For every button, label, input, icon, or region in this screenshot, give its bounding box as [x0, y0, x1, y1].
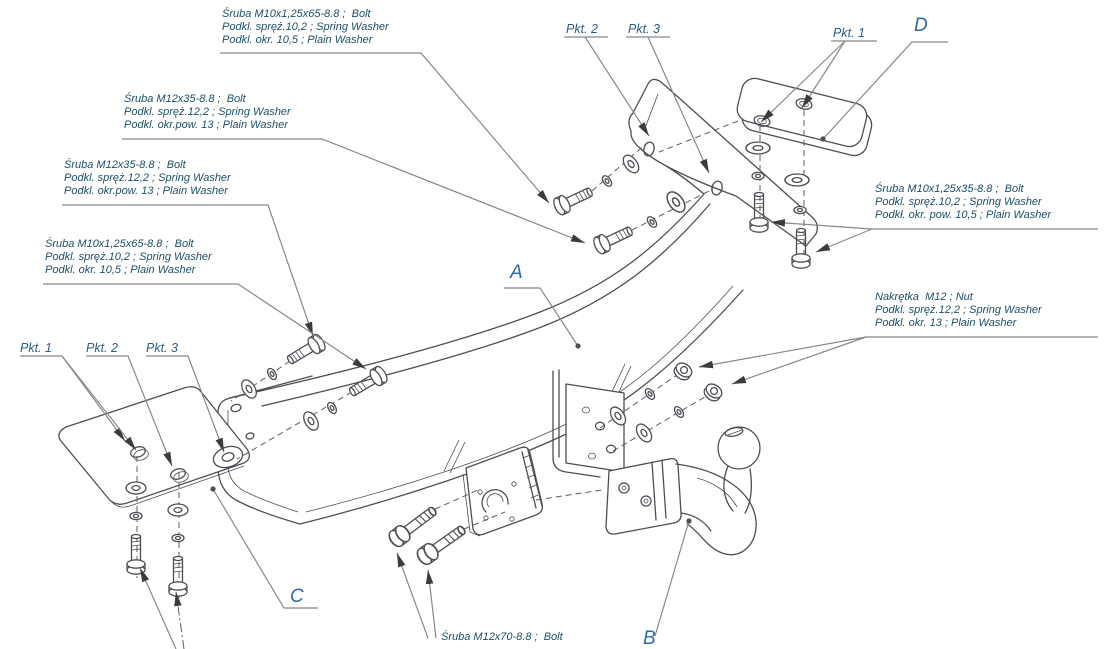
item-letter-d: D	[914, 15, 928, 36]
part-label-line: Śruba M12x70-8.8 ; Bolt	[441, 631, 563, 643]
part-label-bolt-m10x65-top: Śruba M10x1,25x65-8.8 ; Bolt Podkl. sprę…	[222, 8, 389, 47]
part-label-line: Śruba M10x1,25x65-8.8 ; Bolt	[222, 8, 371, 20]
part-label-line: Podkl. okr.pow. 13 ; Plain Washer	[64, 185, 228, 197]
point-label-left-pkt3: Pkt. 3	[146, 341, 178, 355]
part-label-line: Podkl. spręż.12,2 ; Spring Washer	[124, 106, 291, 118]
item-letter-a: A	[510, 262, 523, 283]
part-label-line: Podkl. spręż.10,2 ; Spring Washer	[222, 21, 389, 33]
part-label-bolt-m12x35-upper: Śruba M12x35-8.8 ; Bolt Podkl. spręż.12,…	[124, 93, 291, 132]
item-letter-b: B	[643, 628, 656, 649]
towball-assembly	[605, 426, 761, 556]
nuts	[670, 359, 726, 405]
part-label-line: Śruba M12x35-8.8 ; Bolt	[64, 159, 186, 171]
part-label-bolt-m10x35-right: Śruba M10x1,25x35-8.8 ; Bolt Podkl. sprę…	[875, 183, 1051, 222]
point-label-left-pkt2: Pkt. 2	[86, 341, 118, 355]
part-label-line: Podkł. okr. pow. 10,5 ; Plain Washer	[875, 209, 1052, 221]
leader-lines	[20, 36, 1098, 649]
point-label-top-pkt1: Pkt. 1	[833, 26, 865, 40]
part-label-line: Śruba M10x1,25x65-8.8 ; Bolt	[45, 238, 194, 250]
part-label-line: Podkl. okr. 10,5 ; Plain Washer	[222, 34, 373, 46]
part-label-bolt-m12x70: Śruba M12x70-8.8 ; Bolt	[441, 631, 563, 644]
socket-plate	[462, 446, 544, 537]
part-label-line: Podkl. spręż.10,2 ; Spring Washer	[875, 196, 1042, 208]
part-label-line: Podkl. okr.pow. 13 ; Plain Washer	[124, 119, 288, 131]
part-label-line: Podkl. spręż.12,2 ; Spring Washer	[875, 304, 1042, 316]
part-label-line: Podkl. spręż.12,2 ; Spring Washer	[64, 172, 231, 184]
part-label-line: Podkl. spręż.10,2 ; Spring Washer	[45, 251, 212, 263]
part-label-bolt-m10x65-left: Śruba M10x1,25x65-8.8 ; Bolt Podkl. sprę…	[45, 238, 212, 277]
part-label-line: Podkl. okr. 10,5 ; Plain Washer	[45, 264, 196, 276]
part-label-line: Śruba M12x35-8.8 ; Bolt	[124, 93, 246, 105]
part-label-nut-m12: Nakrętka M12 ; Nut Podkl. spręż.12,2 ; S…	[875, 291, 1042, 330]
beam-left-bracket	[217, 375, 313, 525]
centre-support-bracket	[552, 369, 625, 478]
point-label-top-pkt2: Pkt. 2	[566, 22, 598, 36]
item-letter-c: C	[290, 586, 304, 607]
part-label-line: Śruba M10x1,25x35-8.8 ; Bolt	[875, 183, 1024, 195]
part-label-bolt-m12x35-lower: Śruba M12x35-8.8 ; Bolt Podkl. spręż.12,…	[64, 159, 231, 198]
part-label-line: Podkl. okr. 13 ; Plain Washer	[875, 317, 1017, 329]
crossbar-beam	[255, 159, 744, 525]
point-label-left-pkt1: Pkt. 1	[20, 341, 52, 355]
point-label-top-pkt3: Pkt. 3	[628, 22, 660, 36]
part-label-line: Nakrętka M12 ; Nut	[875, 291, 973, 303]
